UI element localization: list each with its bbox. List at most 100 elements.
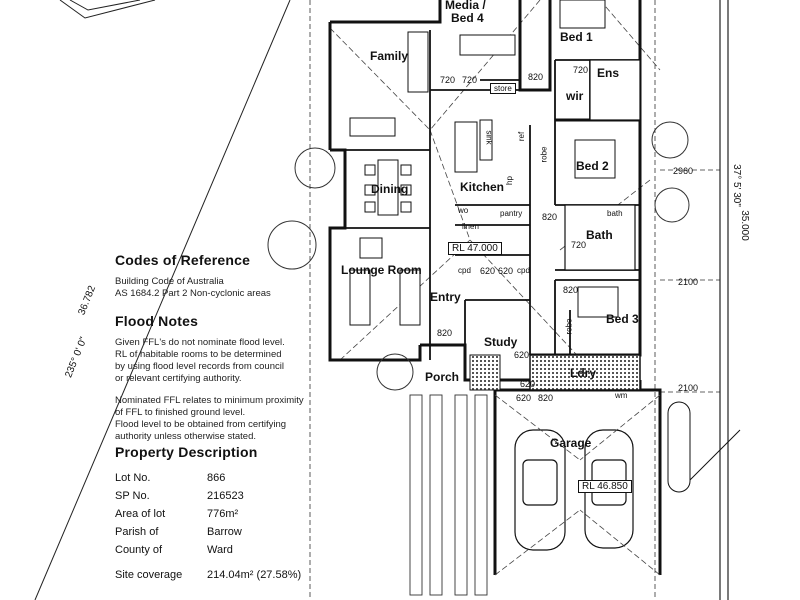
label-pantry: pantry <box>500 209 523 218</box>
room-garage: Garage <box>550 436 592 450</box>
label-robe2: robe <box>564 318 574 335</box>
bath-floor <box>564 204 636 271</box>
property-description: Property Description Lot No. 866 SP No. … <box>115 444 375 594</box>
rl-house: RL 47.000 <box>448 242 502 255</box>
family-sofa <box>349 31 429 137</box>
media-sofa <box>459 34 516 56</box>
label-sink: sink <box>484 130 494 145</box>
door-820d: 820 <box>437 328 453 338</box>
row-county-label: County of <box>115 544 163 556</box>
hedge <box>409 394 488 596</box>
right-bearing: 37° 5' 30" <box>730 164 742 207</box>
row-coverage-value: 214.04m² (27.58%) <box>207 569 302 581</box>
label-bath-tub: bath <box>607 209 623 218</box>
label-cpd1: cpd <box>458 266 471 275</box>
garage-roof-lines <box>494 394 661 576</box>
beds <box>559 0 619 318</box>
door-620c: 620 <box>514 350 530 360</box>
label-hp: hp <box>504 176 514 185</box>
door-620a: 620 <box>480 266 496 276</box>
room-lounge: Lounge Room <box>341 263 422 277</box>
door-720a: 720 <box>440 75 456 85</box>
room-ens: Ens <box>597 66 620 80</box>
flood-p1-l3: by using flood level records from counci… <box>115 361 284 372</box>
room-kitchen: Kitchen <box>460 180 505 194</box>
room-bed3: Bed 3 <box>606 312 639 326</box>
flood-p1-l2: RL of habitable rooms to be determined <box>115 349 282 360</box>
door-720c: 720 <box>573 65 589 75</box>
door-820a: 820 <box>528 72 544 82</box>
setback-lines <box>309 0 720 600</box>
label-ref: ref <box>517 131 527 142</box>
property-heading: Property Description <box>115 444 258 460</box>
ensuite-floor <box>589 59 641 121</box>
room-bed4: Bed 4 <box>451 11 484 25</box>
door-620b: 620 <box>498 266 514 276</box>
kitchen-island <box>454 119 493 173</box>
row-county-value: Ward <box>207 544 233 556</box>
room-entry: Entry <box>430 290 461 304</box>
room-bath: Bath <box>586 228 613 242</box>
right-boundary <box>719 0 729 600</box>
lounge-sofa <box>349 237 421 326</box>
row-sp-label: SP No. <box>115 490 150 502</box>
door-820c: 820 <box>563 285 579 295</box>
room-wir: wir <box>566 89 584 103</box>
room-family: Family <box>370 49 409 63</box>
row-lot-label: Lot No. <box>115 472 151 484</box>
boundary-corner <box>59 0 156 19</box>
room-ldry: Ldry <box>570 366 597 380</box>
row-area-label: Area of lot <box>115 508 166 520</box>
setback-2100-a: 2100 <box>678 277 699 287</box>
door-620d: 620 <box>520 379 536 389</box>
water-tank <box>667 401 691 493</box>
tank-leader <box>689 429 741 481</box>
trees <box>267 121 690 391</box>
flood-p1-l1: Given FFL's do not nominate flood level. <box>115 337 285 348</box>
label-store: store <box>490 83 516 94</box>
door-720d: 720 <box>571 240 587 250</box>
room-bed1: Bed 1 <box>560 30 593 44</box>
right-boundary-annotation: 37° 5' 30" 35.000 <box>731 160 757 241</box>
codes-heading: Codes of Reference <box>115 252 251 268</box>
flood-p2-l4: authority unless otherwise stated. <box>115 431 256 442</box>
door-620e: 620 <box>516 393 532 403</box>
label-robe1: robe <box>539 146 549 163</box>
laundry-floor <box>529 354 641 391</box>
setback-2100-b: 2100 <box>678 383 699 393</box>
setback-2960: 2960 <box>673 166 694 176</box>
row-coverage-label: Site coverage <box>115 569 183 581</box>
room-media: Media / <box>445 0 486 12</box>
flood-p1-l4: or relevant certifying authority. <box>115 373 242 384</box>
door-720b: 720 <box>462 75 478 85</box>
row-area-value: 776m² <box>207 508 239 520</box>
codes-line-1: Building Code of Australia <box>115 276 224 287</box>
row-parish-label: Parish of <box>115 526 159 538</box>
door-820e: 820 <box>538 393 554 403</box>
left-boundary <box>34 0 291 600</box>
rl-garage: RL 46.850 <box>578 480 632 493</box>
porch-paving <box>469 354 501 391</box>
codes-line-2: AS 1684.2 Part 2 Non-cyclonic areas <box>115 288 271 299</box>
label-cpd2: cpd <box>517 266 530 275</box>
flood-p2-l3: Flood level to be obtained from certifyi… <box>115 419 287 430</box>
label-linen: linen <box>462 222 479 231</box>
dining-table <box>364 159 412 216</box>
flood-heading: Flood Notes <box>115 313 199 329</box>
flood-p2-l2: of FFL to finished ground level. <box>115 407 246 418</box>
flood-notes: Flood Notes Given FFL's do not nominate … <box>115 313 355 443</box>
row-parish-value: Barrow <box>207 526 242 538</box>
right-length: 35.000 <box>738 210 750 241</box>
codes-of-reference: Codes of Reference Building Code of Aust… <box>115 252 355 300</box>
flood-p2-l1: Nominated FFL relates to minimum proximi… <box>115 395 304 406</box>
door-820b: 820 <box>542 212 558 222</box>
room-bed2: Bed 2 <box>576 159 609 173</box>
room-dining: Dining <box>371 182 409 196</box>
row-lot-value: 866 <box>207 472 226 484</box>
room-porch: Porch <box>425 370 460 384</box>
room-study: Study <box>484 335 518 349</box>
label-wm: wm <box>615 391 628 400</box>
row-sp-value: 216523 <box>207 490 244 502</box>
label-wo: wo <box>458 206 469 215</box>
